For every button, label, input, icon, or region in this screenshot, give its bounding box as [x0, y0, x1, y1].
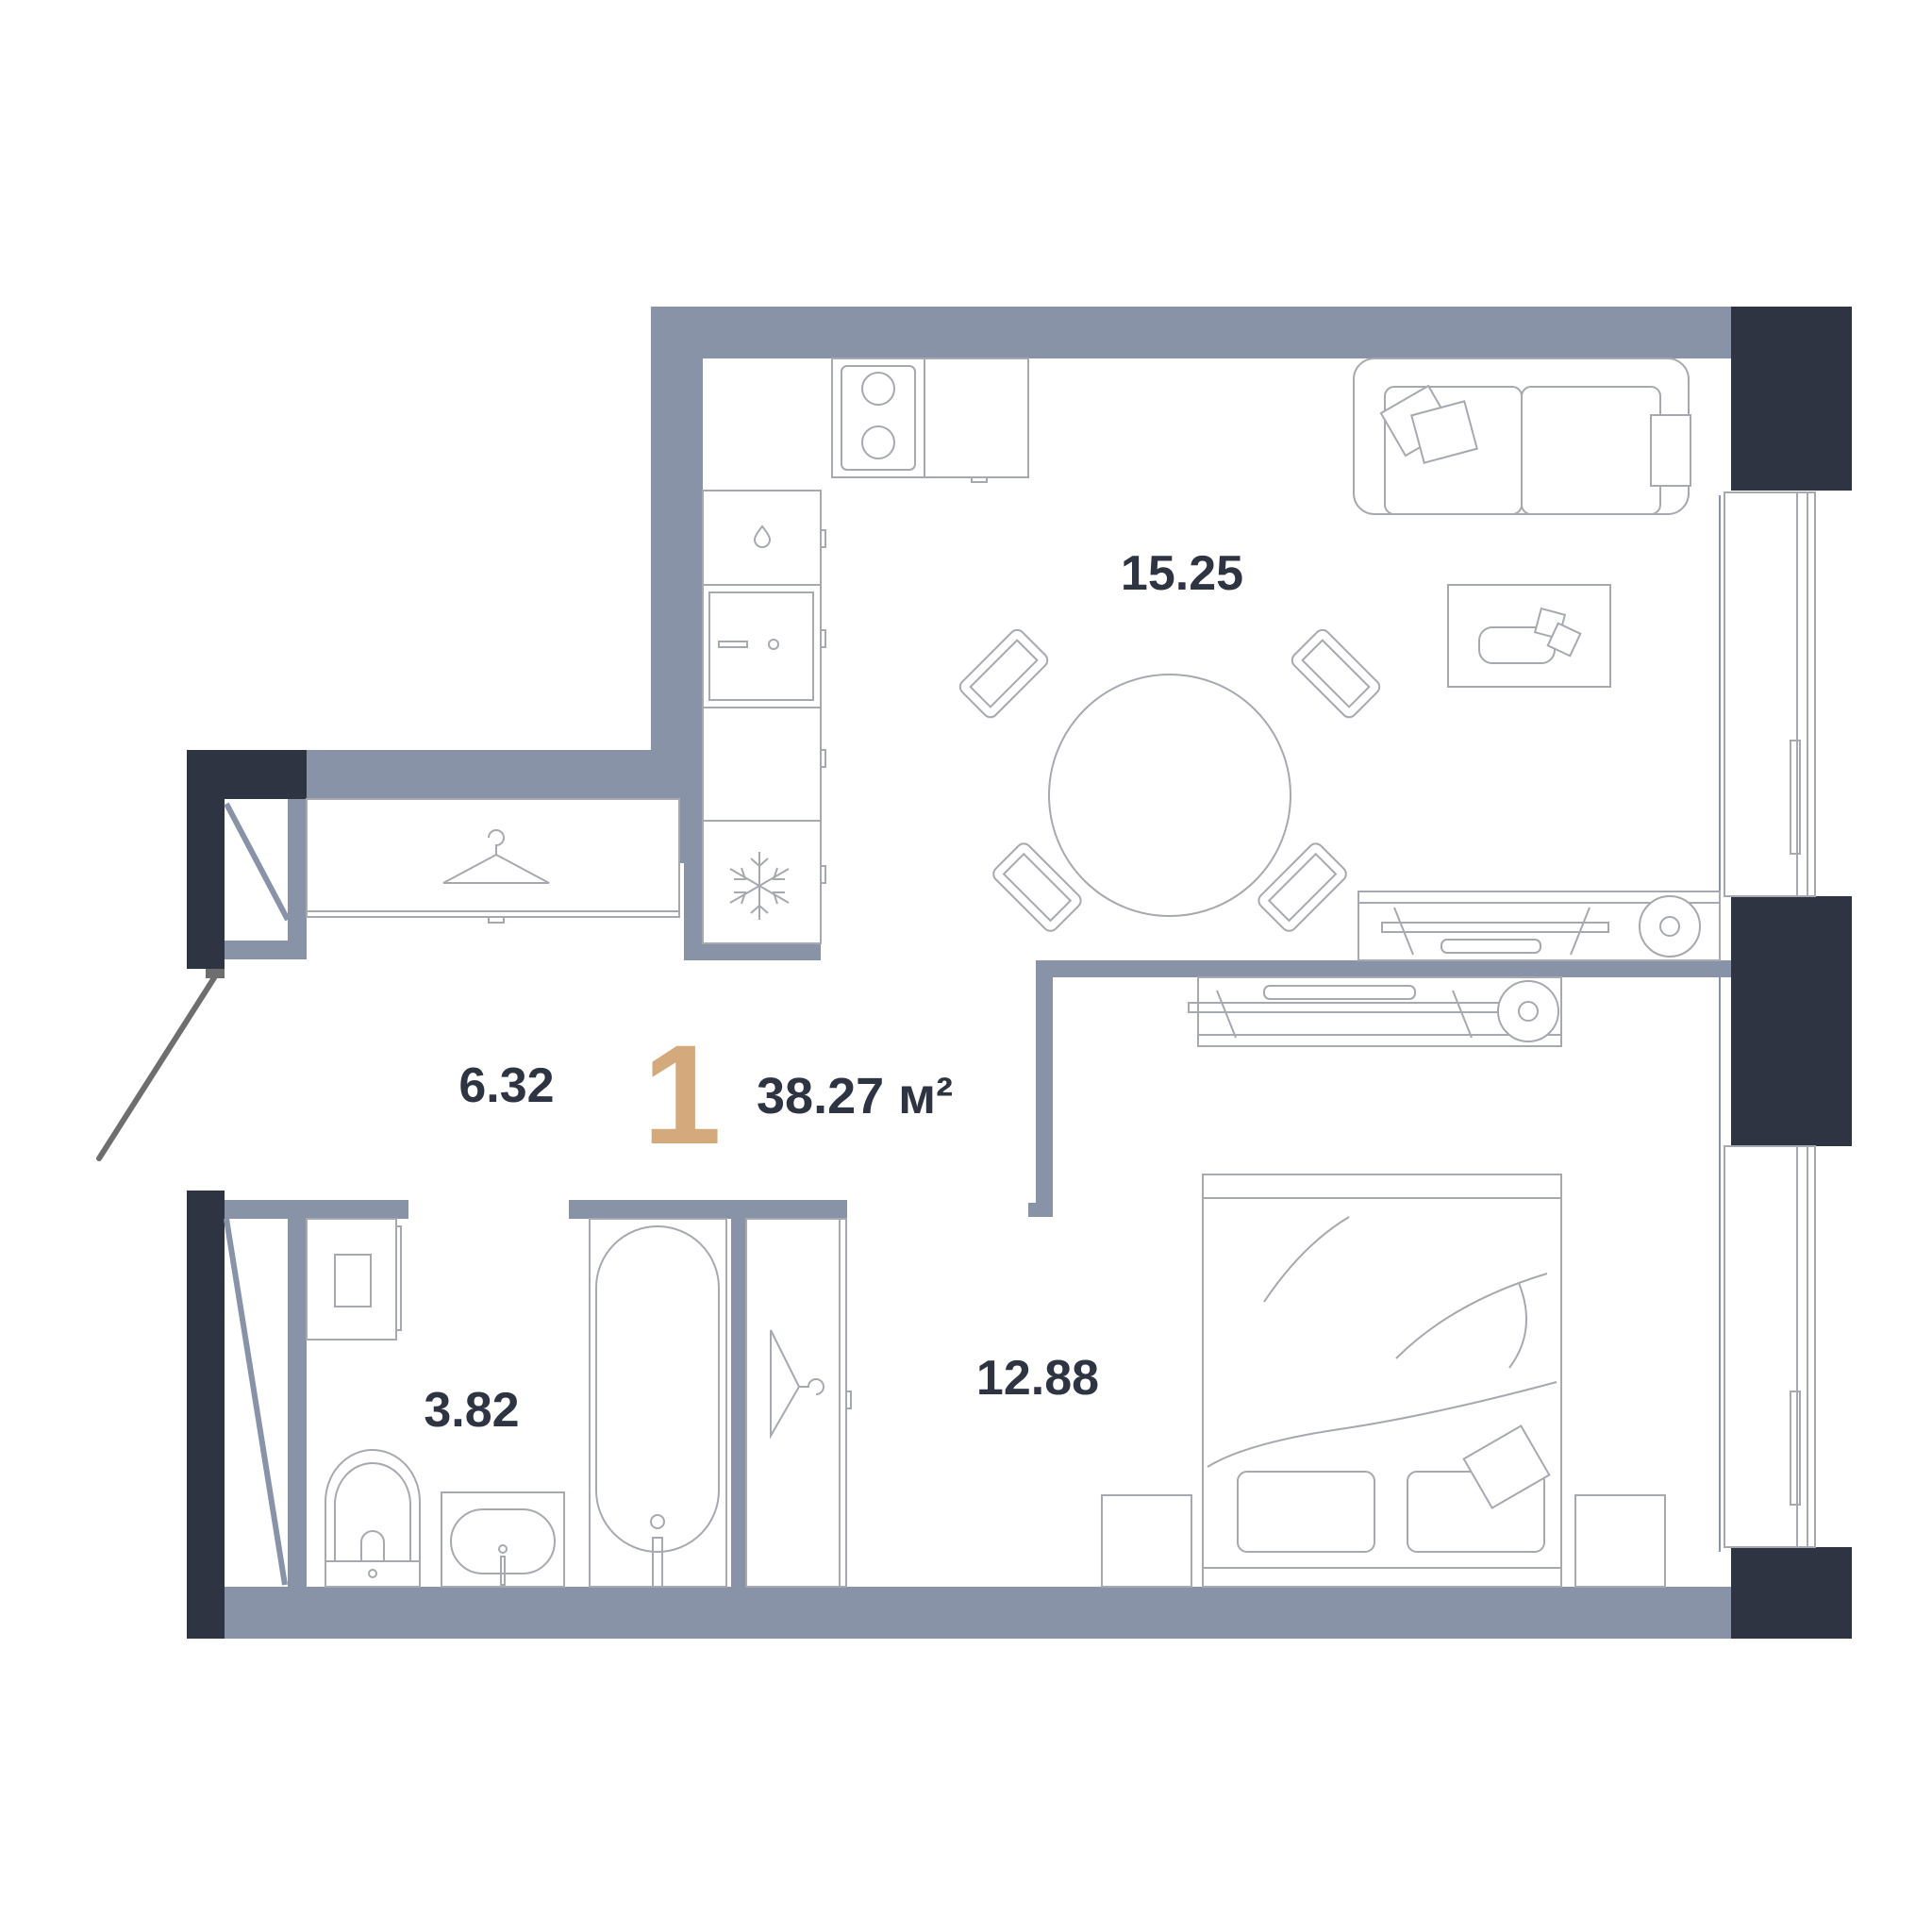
- nightstand-right: [1574, 1494, 1666, 1588]
- toilet: [325, 1449, 421, 1588]
- bathroom-door: [224, 1218, 288, 1586]
- column-bottom-right: [1731, 1547, 1852, 1639]
- wall-top: [651, 307, 1731, 358]
- wardrobe-door: [224, 802, 291, 922]
- wall-bath-inner-left: [288, 1219, 307, 1587]
- entrance-door: [96, 974, 218, 1161]
- kitchen-counter: [924, 358, 1029, 478]
- bathtub: [589, 1218, 727, 1588]
- chair-top-left: [958, 628, 1049, 719]
- total-area: 38.27 м²: [757, 1068, 953, 1124]
- hallway-wardrobe: [306, 798, 680, 924]
- plant-icon: [1497, 980, 1559, 1042]
- fridge: [702, 820, 822, 944]
- windows: [1724, 491, 1816, 1548]
- kitchen-furniture: [702, 358, 1029, 944]
- sink: [441, 1491, 565, 1588]
- column-middle-right: [1731, 896, 1852, 1146]
- wall-bath-divider: [731, 1219, 746, 1587]
- column-top-right: [1731, 307, 1852, 491]
- kitchen-cabinet-3: [702, 707, 822, 822]
- chair-bottom-left: [992, 842, 1082, 932]
- window-upper: [1724, 491, 1816, 897]
- wall-bedroom-top: [1036, 960, 1731, 977]
- room-area-hallway: 6.32: [458, 1058, 554, 1113]
- hanger-icon: [442, 829, 550, 884]
- snowflake-icon: [729, 852, 790, 920]
- kitchen-cabinet-1: [702, 490, 822, 586]
- stove-icon: [831, 358, 925, 478]
- wall-bath-top-left: [225, 1200, 408, 1219]
- doors: [96, 802, 291, 1586]
- walls: [225, 307, 1731, 1639]
- column-left-top-strip: [187, 799, 225, 969]
- room-area-bathroom: 3.82: [424, 1383, 519, 1438]
- wall-wardrobe-top: [307, 750, 679, 799]
- wall-kitchen-bottom: [684, 943, 821, 960]
- coffee-table: [1447, 584, 1611, 688]
- wall-right-window-line: [1719, 495, 1721, 1552]
- plant-icon: [1639, 895, 1701, 958]
- chair-bottom-right: [1257, 842, 1347, 932]
- water-drop-icon: [753, 525, 772, 548]
- shirt-icon: [334, 1254, 372, 1307]
- wall-bedroom-stub: [1028, 1203, 1053, 1217]
- wall-bath-top-right: [569, 1200, 847, 1219]
- wall-bedroom-left: [1036, 960, 1053, 1217]
- wall-bottom: [225, 1587, 1731, 1639]
- tv-stand-living: [1357, 891, 1721, 961]
- wall-kitchen-bottom-post: [684, 863, 703, 960]
- bed: [1202, 1174, 1562, 1588]
- columns: [187, 307, 1852, 1639]
- dining-table: [958, 628, 1381, 932]
- rooms-count: 1: [642, 1015, 721, 1174]
- hanger-icon: [770, 1329, 824, 1440]
- labels: 15.25 6.32 3.82 12.88 1 38.27 м²: [424, 546, 1243, 1438]
- column-left-bottom: [187, 1191, 225, 1639]
- washing-machine: [306, 1218, 402, 1341]
- nightstand-left: [1101, 1494, 1192, 1588]
- room-area-bedroom: 12.88: [976, 1351, 1099, 1406]
- wall-wardrobe-bottom: [225, 941, 307, 959]
- tv-stand-bedroom: [1188, 976, 1562, 1047]
- window-lower: [1724, 1145, 1816, 1548]
- column-left-top: [187, 750, 307, 799]
- room-area-kitchen-living: 15.25: [1121, 546, 1243, 601]
- wall-wardrobe-left: [288, 799, 307, 959]
- bedroom-wardrobe: [745, 1218, 852, 1588]
- chair-top-right: [1291, 628, 1381, 719]
- sofa: [1353, 358, 1691, 515]
